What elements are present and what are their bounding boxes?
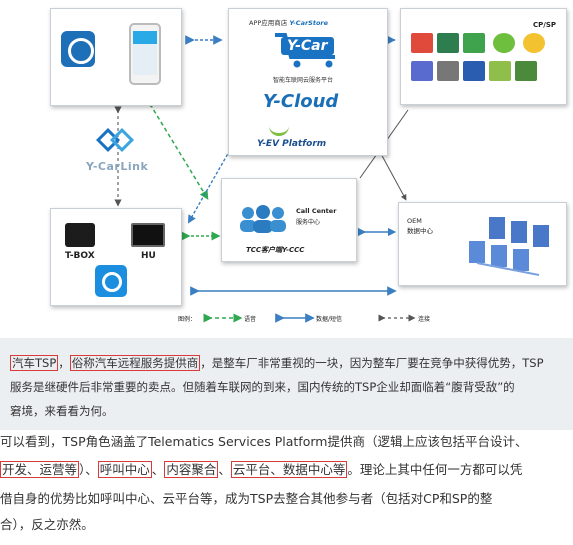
ycar-platform-node: APP应用商店 Y-CarStore Y-Car 智能车联网云服务平台 Y-Cl… (228, 8, 388, 156)
app-node (50, 8, 182, 106)
body-line-2: 开发、运营等）、呼叫中心、内容聚合、云平台、数据中心等。理论上其中任何一方都可以… (0, 458, 522, 481)
ycloud-text: Y-Cloud (263, 91, 339, 112)
bus-icon (437, 61, 459, 81)
quote-line-1: 汽车TSP，俗称汽车远程服务提供商，是整车厂非常重视的一块，因为整车厂要在竞争中… (10, 352, 544, 375)
tbox-device-icon (65, 223, 95, 247)
arrow-app-call-voice (143, 97, 209, 200)
body-line-1: 可以看到，TSP角色涵盖了Telematics Services Platfor… (0, 434, 528, 449)
quote-line-1-rest: ，是整车厂非常重视的一块，因为整车厂要在竞争中获得优势，TSP (200, 356, 544, 370)
quote-block (0, 338, 573, 430)
legend-voice-label: 语音 (244, 316, 257, 323)
phone-screen (133, 31, 157, 75)
yev-text: Y-EV Platform (257, 139, 327, 149)
body-separator-2: 、 (151, 462, 165, 477)
legend-title: 图例： (178, 316, 197, 323)
body-line-2-rest: 。理论上其中任何一方都可以凭 (347, 462, 523, 477)
restaurant-icon (411, 33, 433, 53)
highlight-provider: 俗称汽车远程服务提供商 (69, 355, 201, 371)
architecture-diagram: APP应用商店 Y-CarStore Y-Car 智能车联网云服务平台 Y-Cl… (50, 8, 567, 325)
smartphone-icon (129, 23, 161, 85)
cpsp-node: CP/SP (400, 8, 567, 105)
body-separator-1: ）、 (79, 462, 98, 477)
legend-connect-label: 连接 (418, 316, 431, 323)
body-line-4: 合），反之亦然。 (0, 517, 94, 532)
highlight-dev-ops: 开发、运营等 (0, 461, 80, 478)
platform-label: 智能车联网云服务平台 (273, 77, 334, 84)
call-center-node: Call Center 服务中心 TCC客户端Y-CCC (221, 178, 357, 262)
appstore-label: APP应用商店 Y-CarStore (249, 17, 328, 27)
fuel-icon (515, 61, 537, 81)
highlight-tsp: 汽车TSP (10, 355, 59, 371)
quote-line-3: 窘境，来看看为何。 (10, 404, 114, 418)
tcc-label: TCC客户端Y-CCC (246, 246, 305, 254)
ycar-text: Y-Car (281, 37, 334, 55)
tbox-label: T-BOX (65, 251, 95, 261)
server-cluster-icon (469, 217, 549, 276)
navigation-icon (411, 61, 433, 81)
app-logo-icon (61, 31, 95, 67)
highlight-cloud: 云平台、数据中心等 (230, 461, 348, 478)
legend-data-label: 数据/短信 (316, 316, 343, 323)
cpsp-label: CP/SP (533, 21, 556, 29)
appstore-label-prefix: APP应用商店 (249, 19, 290, 27)
golf-icon (493, 33, 515, 53)
directory-icon (463, 33, 485, 53)
hu-display-icon (131, 223, 165, 247)
arrow-ycar-oem (379, 151, 407, 201)
quote-separator: ， (58, 356, 70, 370)
oem-datacenter-node: OEM 数据中心 (398, 202, 567, 286)
money-icon (489, 61, 511, 81)
legend: 图例： 语音 数据/短信 连接 (178, 311, 480, 325)
people-icon (240, 205, 286, 233)
oem-subtitle: 数据中心 (407, 227, 433, 235)
tbox-hu-node: T-BOX HU (50, 208, 182, 306)
hu-label: HU (141, 251, 156, 261)
arrow-ycar-tbox (187, 144, 236, 224)
call-center-subtitle: 服务中心 (296, 219, 321, 226)
yev-logo-mark (269, 124, 289, 136)
oem-title: OEM (407, 217, 422, 225)
body-separator-3: 、 (218, 462, 231, 477)
carlink-text: Y-CarLink (86, 160, 149, 173)
weather-icon (523, 33, 545, 53)
ycpilot-app-icon (95, 265, 127, 297)
highlight-call-center: 呼叫中心 (97, 461, 152, 478)
appstore-label-brand: Y-CarStore (289, 19, 329, 27)
parking-icon (463, 61, 485, 81)
highlight-content: 内容聚合 (164, 461, 219, 478)
carlink-logo-icon (96, 128, 135, 153)
map-icon (437, 33, 459, 53)
body-line-3: 借自身的优势比如呼叫中心、云平台等，成为TSP去整合其他参与者（包括对CP和SP… (0, 491, 493, 506)
call-center-title: Call Center (296, 207, 337, 215)
quote-line-2: 服务是继硬件后非常重要的卖点。但随着车联网的到来，国内传统的TSP企业却面临着“… (10, 380, 515, 394)
